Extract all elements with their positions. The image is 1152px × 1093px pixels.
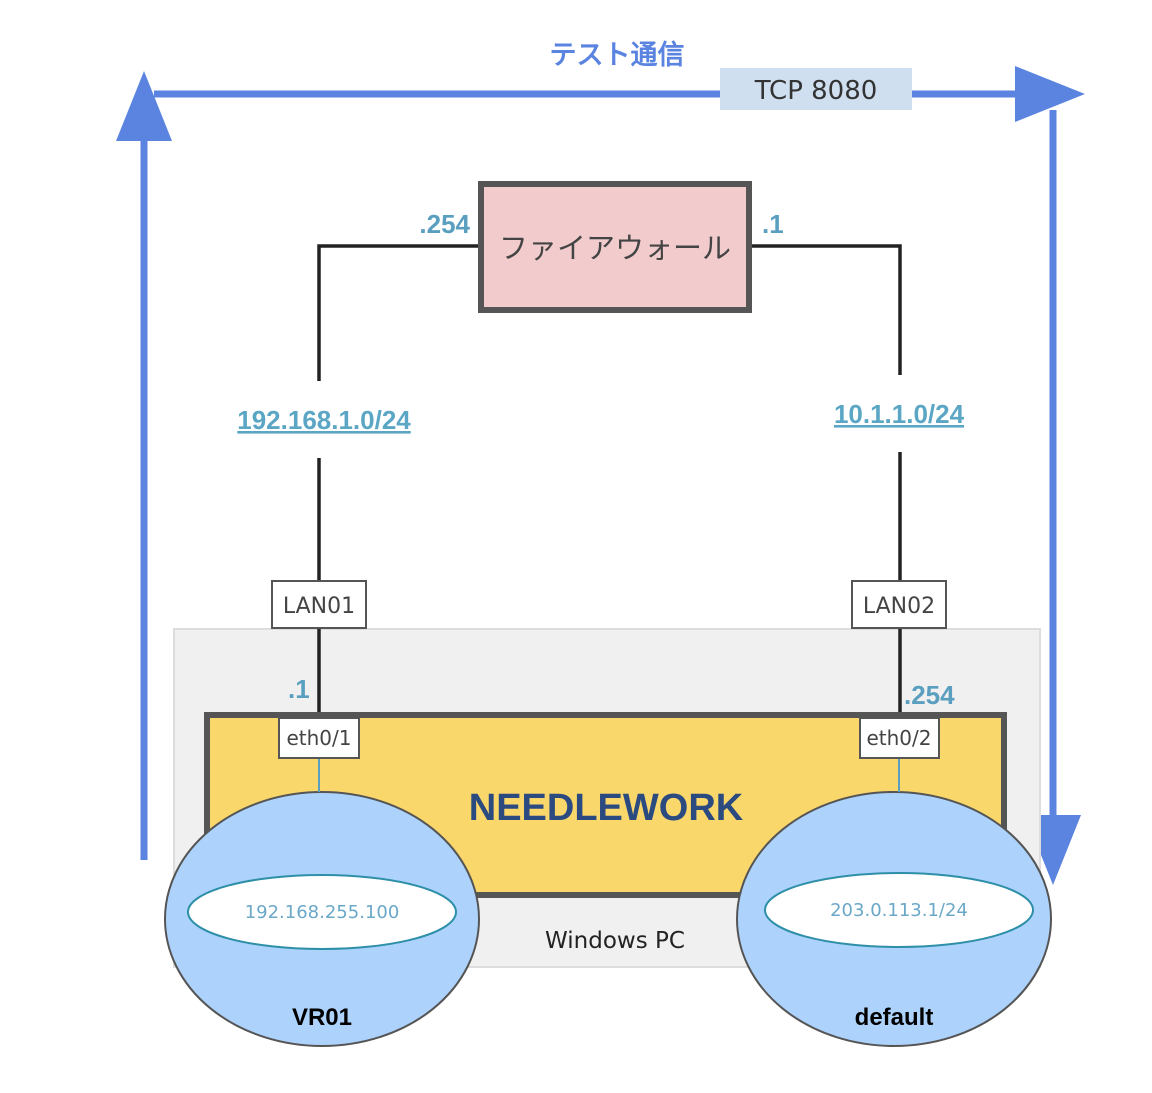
- subnet-left: 192.168.1.0/24: [237, 405, 411, 435]
- eth0-2-port-box: [859, 717, 940, 759]
- needlework-right-address: .254: [904, 680, 955, 710]
- vrouter-right-ip: 203.0.113.1/24: [830, 900, 968, 921]
- link-right-upper: [750, 244, 902, 375]
- vrouter-left-ip: 192.168.255.100: [245, 902, 400, 923]
- firewall-right-address: .1: [762, 209, 784, 239]
- vrouter-right-name: default: [855, 1004, 934, 1031]
- lan02-port-label: LAN02: [863, 594, 935, 619]
- firewall-left-address: .254: [419, 209, 470, 239]
- vrouter-left-name: VR01: [292, 1004, 352, 1031]
- needlework-label: NEEDLEWORK: [469, 787, 744, 829]
- eth0-1-port-label: eth0/1: [286, 726, 351, 750]
- lan01-port-box: [271, 580, 367, 629]
- lan01-port-label: LAN01: [283, 594, 355, 619]
- protocol-label: TCP 8080: [754, 76, 878, 106]
- lan02-port-box: [851, 580, 947, 629]
- subnet-right: 10.1.1.0/24: [834, 399, 965, 429]
- needlework-left-address: .1: [288, 674, 310, 704]
- link-left-upper: [317, 244, 480, 381]
- eth0-1-port-box: [278, 717, 360, 759]
- protocol-label-box: [720, 68, 912, 110]
- vrouter-right-ip-oval: [764, 872, 1034, 948]
- network-links: [317, 244, 902, 718]
- firewall-label: ファイアウォール: [499, 231, 731, 265]
- firewall-box: [478, 181, 752, 313]
- diagram-title: テスト通信: [550, 40, 685, 71]
- windows-pc-label: Windows PC: [545, 928, 685, 954]
- eth0-2-port-label: eth0/2: [866, 726, 931, 750]
- vrouter-left: 192.168.255.100 VR01: [164, 791, 480, 1047]
- vrouter-right: 203.0.113.1/24 default: [736, 791, 1052, 1047]
- vrouter-left-ip-oval: [187, 874, 457, 950]
